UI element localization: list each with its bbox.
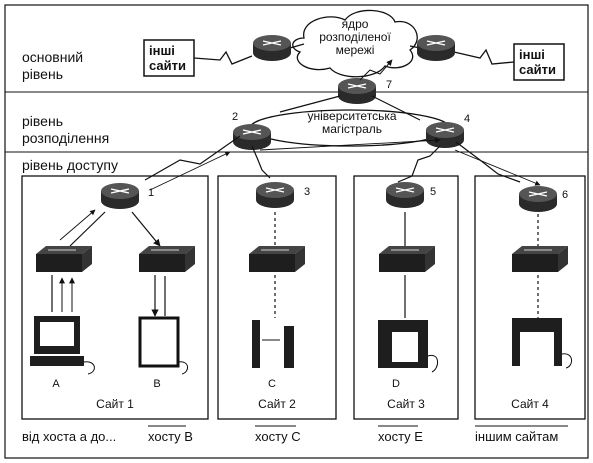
router-1-number: 1 (148, 187, 154, 199)
level-core-line2: рівень (22, 66, 63, 82)
flow-arrow-2-to-4 (259, 137, 441, 151)
outer-frame (4, 4, 589, 459)
router-4-number: 4 (464, 113, 470, 125)
switch-site3-icon (378, 245, 436, 273)
arrow-to-cloud (359, 59, 393, 81)
site-4-box (474, 175, 586, 420)
access-router-5-icon (385, 181, 425, 209)
host-a-label: A (52, 378, 60, 390)
host-c-computer-icon (252, 320, 294, 368)
switch-site1-b-icon (138, 245, 196, 273)
host-c-label: C (268, 378, 276, 390)
footer-from-host: від хоста а до... (22, 429, 116, 444)
host-a-computer-icon (30, 316, 95, 375)
bbText-line: магістраль (322, 122, 382, 136)
core-router-7-icon (337, 77, 377, 105)
footer-to-e: хосту Е (378, 429, 423, 444)
host-b-label: B (153, 378, 160, 390)
flow-arrow-4-to-6 (454, 149, 541, 186)
link-4-6 (455, 141, 521, 183)
link-2-7 (279, 95, 341, 113)
site-4-label: Сайт 4 (511, 397, 549, 411)
core-router-right-icon (416, 34, 456, 62)
router-3-number: 3 (304, 186, 310, 198)
host-site4-computer-icon (512, 318, 572, 369)
access-router-3-icon (255, 181, 295, 209)
router-5-number: 5 (430, 186, 436, 198)
link-4-7 (371, 95, 421, 121)
cloudText-line: ядро (342, 17, 369, 31)
osl-line: сайти (149, 58, 186, 73)
core-cloud (292, 9, 418, 78)
site-3-box (353, 175, 459, 420)
core-link-left (289, 43, 305, 49)
host-d-computer-icon (378, 320, 438, 373)
site-3-label: Сайт 3 (387, 397, 425, 411)
site-1-label: Сайт 1 (96, 397, 134, 411)
site-2-label: Сайт 2 (258, 397, 296, 411)
router-2-number: 2 (232, 111, 238, 123)
level-core-line1: основний (22, 49, 83, 65)
level-distribution-label: рівень розподілення (22, 113, 109, 146)
osr-line: сайти (519, 62, 556, 77)
wan-link-right (453, 48, 515, 65)
osl-line: інші (149, 43, 175, 58)
footer-to-b: хосту В (148, 429, 193, 444)
host-b-computer-icon (138, 316, 188, 375)
cloudText-line: розподіленої (319, 30, 391, 44)
access-router-1-icon (100, 182, 140, 210)
link-2-3 (251, 145, 271, 179)
link-1-2 (144, 135, 241, 181)
flow-arrow-sw1a-r1 (59, 209, 96, 241)
flow-arrow-1-to-2 (149, 151, 231, 191)
link-r1-sw1b (131, 211, 161, 247)
core-router-left-icon (252, 34, 292, 62)
site-1-box (21, 175, 209, 420)
link-r1-sw1a (69, 211, 106, 247)
access-router-6-icon (518, 185, 558, 213)
switch-site2-icon (248, 245, 306, 273)
router-6-number: 6 (562, 189, 568, 201)
host-d-label: D (392, 378, 400, 390)
osr-line: інші (519, 47, 545, 62)
switch-site1-a-icon (35, 245, 93, 273)
link-4-5 (397, 145, 441, 183)
level-distribution-line2: розподілення (22, 130, 109, 146)
cloudText-line: мережі (336, 43, 375, 57)
level-access-label: рівень доступу (22, 157, 118, 173)
bbText-line: університетська (307, 109, 396, 123)
router-7-number: 7 (386, 79, 392, 91)
switch-site4-icon (511, 245, 569, 273)
footer-to-c: хосту С (255, 429, 301, 444)
level-distribution-line1: рівень (22, 113, 63, 129)
site-2-box (217, 175, 337, 420)
level-core-label: основний рівень (22, 49, 87, 82)
wan-link-left (193, 50, 253, 65)
footer-to-other: іншим сайтам (475, 429, 558, 444)
